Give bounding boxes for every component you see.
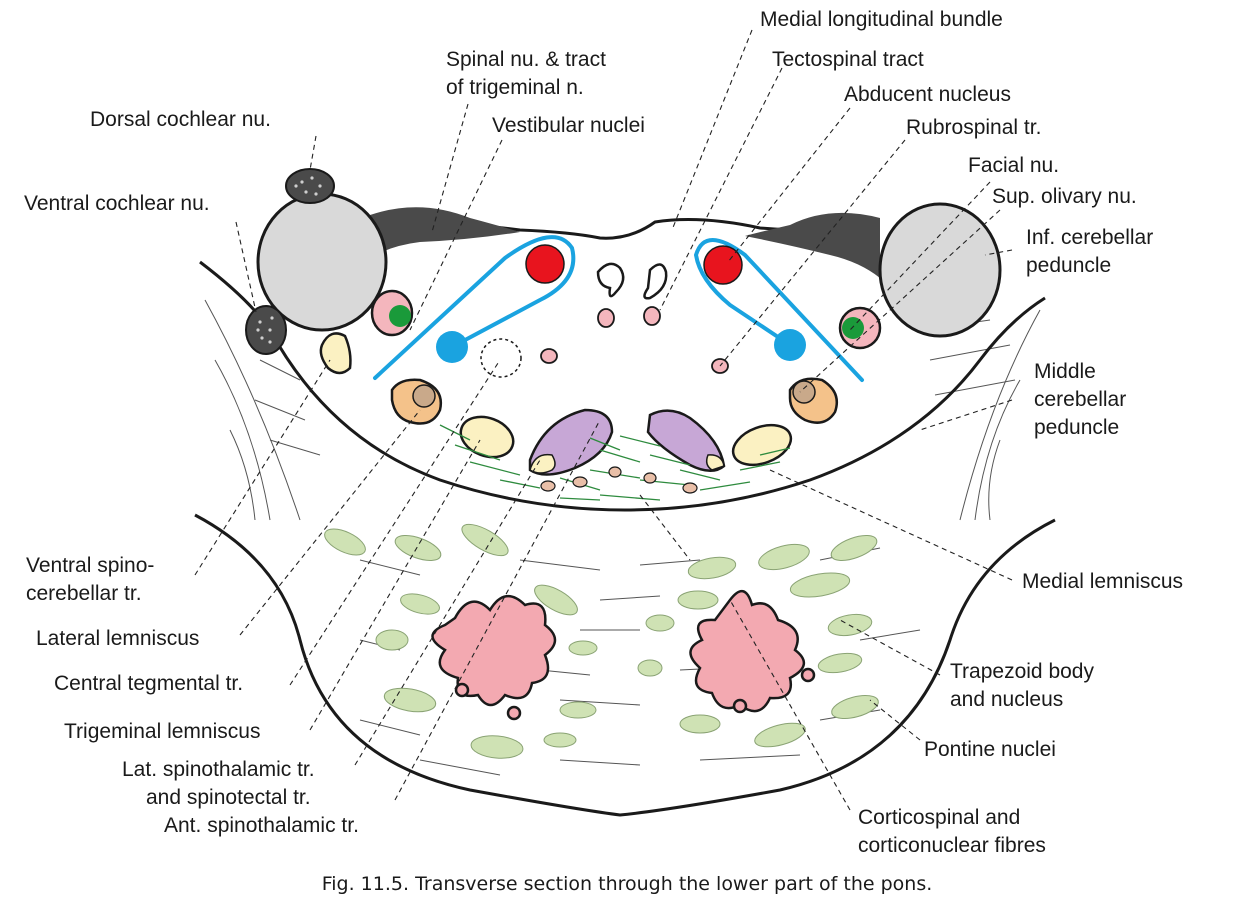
- label-central-tegmental-tr: Central tegmental tr.: [54, 672, 243, 695]
- spinal-trigeminal-right: [838, 306, 882, 350]
- label-dorsal-cochlear-nu: Dorsal cochlear nu.: [90, 108, 271, 131]
- facial-nerve-loop-right: [694, 238, 864, 382]
- label-rubrospinal-tr: Rubrospinal tr.: [906, 116, 1041, 139]
- sup-olivary-nucleus-right: [788, 377, 839, 424]
- central-tegmental-tract: [480, 338, 522, 378]
- label-medial-longitudinal-bundle: Medial longitudinal bundle: [760, 8, 1003, 31]
- ventral-spinocerebellar-left: [319, 332, 352, 375]
- label-spinal-nu-line1: Spinal nu. & tract: [446, 48, 606, 71]
- mlf-left: [596, 262, 625, 298]
- figure-caption: Fig. 11.5. Transverse section through th…: [322, 873, 933, 895]
- spinal-trigeminal-left: [370, 289, 414, 337]
- tegmentum-outline: [199, 260, 1046, 512]
- facial-nerve-loop-left: [373, 235, 576, 380]
- label-trapezoid-line1: Trapezoid body: [950, 660, 1094, 683]
- trapezoid-nucleus-dots: [540, 466, 698, 494]
- lateral-lemniscus-left: [459, 415, 515, 459]
- abducent-nucleus-right: [703, 245, 743, 285]
- label-medial-lemniscus: Medial lemniscus: [1022, 570, 1183, 593]
- cochlear-dots: [256, 176, 322, 344]
- leader-lines: [194, 29, 1013, 811]
- basilar-pons-outline: [194, 513, 1056, 817]
- label-ventral-cochlear-nu: Ventral cochlear nu.: [24, 192, 210, 215]
- inf-cerebellar-peduncle-right: [878, 202, 1002, 338]
- labels: Medial longitudinal bundle Spinal nu. & …: [24, 8, 1183, 857]
- tectospinal-left: [597, 308, 615, 328]
- label-tectospinal-tract: Tectospinal tract: [772, 48, 924, 71]
- label-middle-cerebellar-line2: cerebellar: [1034, 388, 1126, 411]
- label-inf-cerebellar-line2: peduncle: [1026, 254, 1111, 277]
- mlf-right: [643, 263, 668, 300]
- pontine-nuclei: [431, 590, 816, 721]
- label-vestibular-nuclei: Vestibular nuclei: [492, 114, 645, 137]
- rubrospinal-left: [540, 348, 558, 364]
- label-lat-spinothalamic-line1: Lat. spinothalamic tr.: [122, 758, 315, 781]
- sup-olivary-nucleus-left: [390, 378, 443, 425]
- label-sup-olivary-nu: Sup. olivary nu.: [992, 185, 1137, 208]
- label-ventral-spino-line1: Ventral spino-: [26, 554, 154, 577]
- facial-nucleus-right: [774, 329, 806, 361]
- label-pontine-nuclei: Pontine nuclei: [924, 738, 1056, 761]
- corticospinal-bundles: [324, 523, 879, 759]
- label-trapezoid-line2: and nucleus: [950, 688, 1063, 711]
- medial-lemniscus-right-cream: [705, 454, 725, 471]
- label-trigeminal-lemniscus: Trigeminal lemniscus: [64, 720, 260, 743]
- label-lateral-lemniscus: Lateral lemniscus: [36, 627, 199, 650]
- label-middle-cerebellar-line3: peduncle: [1034, 416, 1119, 439]
- label-abducent-nucleus: Abducent nucleus: [844, 83, 1011, 106]
- dorsal-strip-left: [370, 207, 520, 255]
- abducent-nucleus-left: [525, 244, 565, 284]
- label-ventral-spino-line2: cerebellar tr.: [26, 582, 142, 605]
- dorsal-cochlear-nucleus: [285, 168, 335, 204]
- label-corticospinal-line2: corticonuclear fibres: [858, 834, 1046, 857]
- ventral-cochlear-nucleus: [245, 305, 287, 355]
- label-inf-cerebellar-line1: Inf. cerebellar: [1026, 226, 1153, 249]
- label-ant-spinothalamic-tr: Ant. spinothalamic tr.: [164, 814, 359, 837]
- label-corticospinal-line1: Corticospinal and: [858, 806, 1020, 829]
- label-lat-spinothalamic-line2: and spinotectal tr.: [146, 786, 311, 809]
- medial-lemniscus-left-cream: [529, 453, 556, 474]
- lateral-lemniscus-right: [731, 423, 793, 467]
- label-facial-nu: Facial nu.: [968, 154, 1059, 177]
- label-spinal-nu-line2: of trigeminal n.: [446, 76, 584, 99]
- facial-nucleus-left: [436, 331, 468, 363]
- dorsal-strip-right: [745, 212, 880, 278]
- tectospinal-right: [643, 306, 661, 326]
- label-middle-cerebellar-line1: Middle: [1034, 360, 1096, 383]
